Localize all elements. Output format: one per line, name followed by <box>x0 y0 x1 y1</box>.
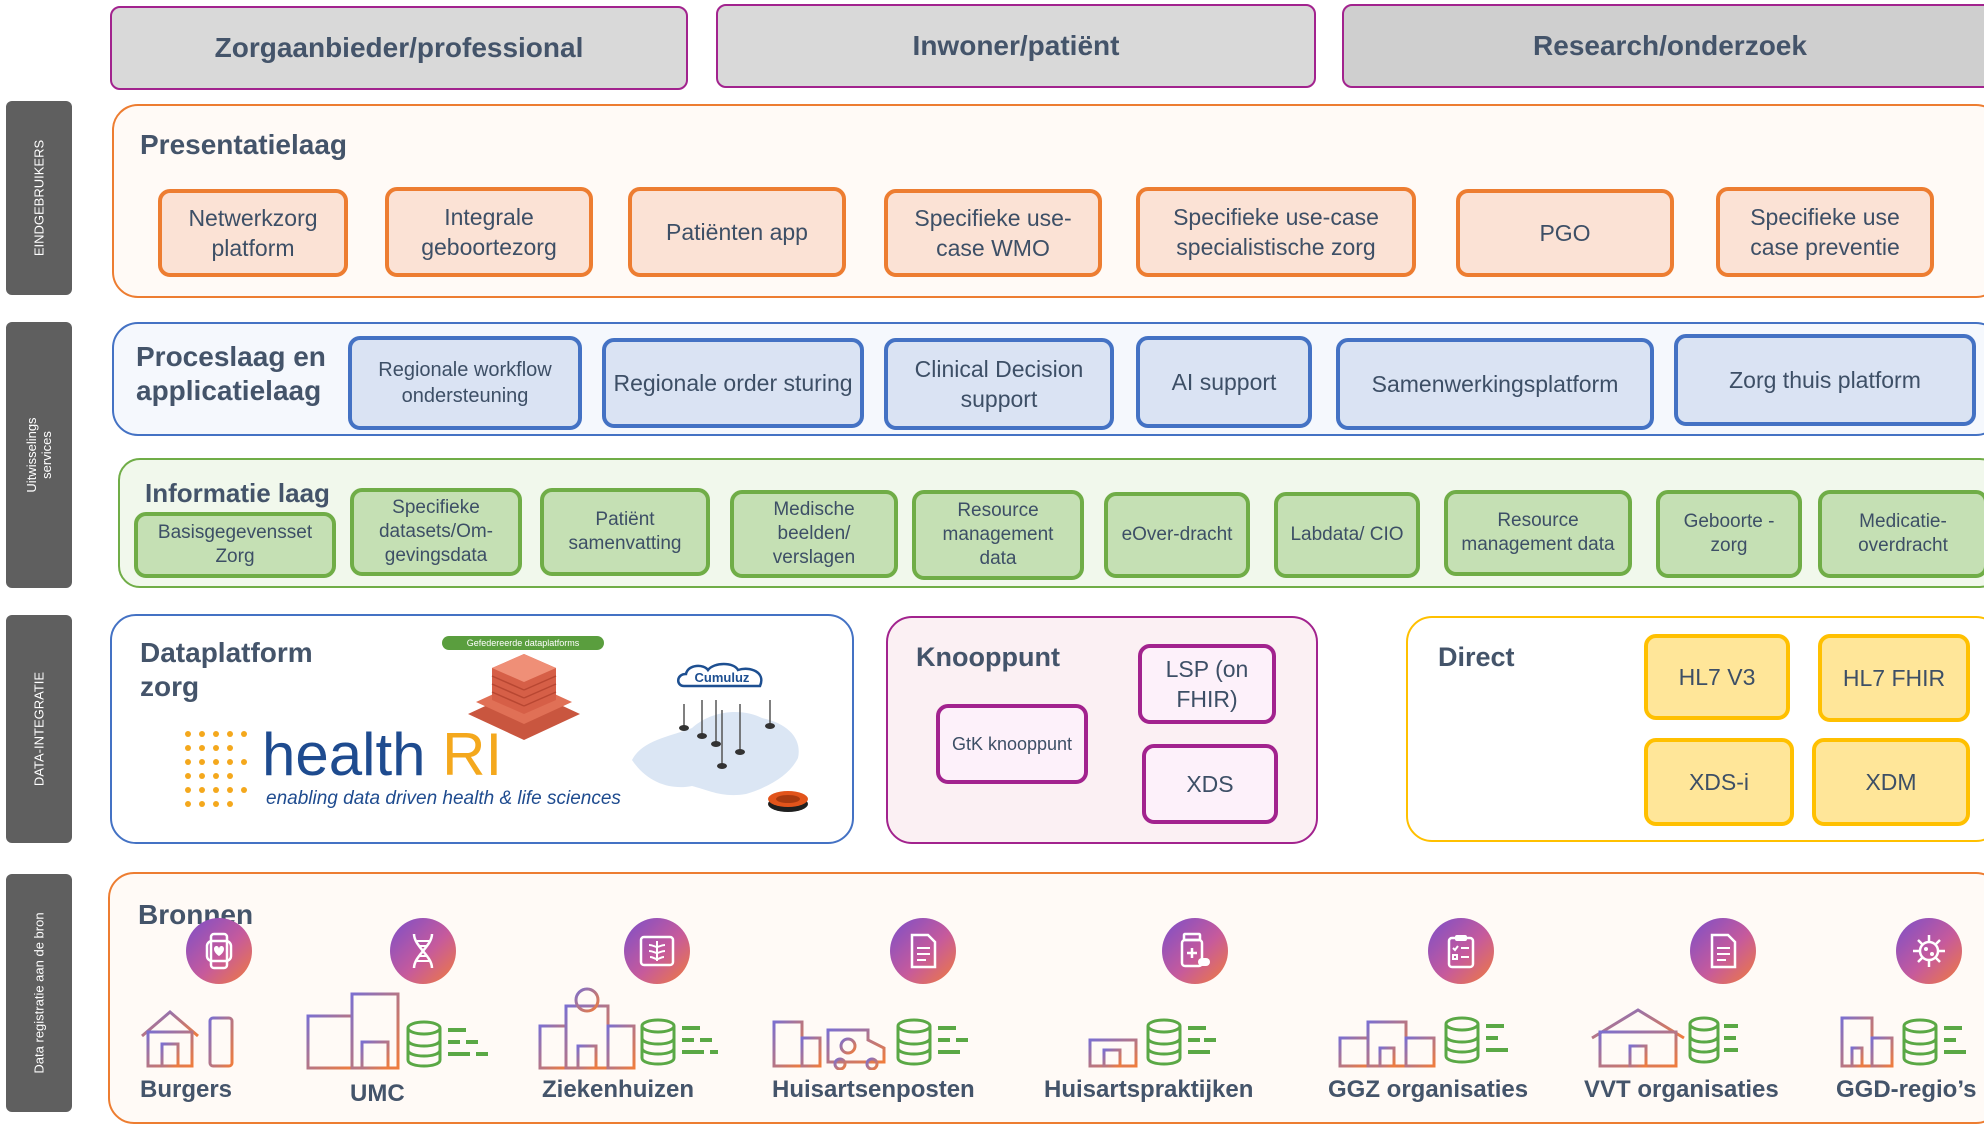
sources-layer <box>108 872 1984 1124</box>
federated-badge: Gefedereerde dataplatforms <box>442 636 604 650</box>
side-label-data-integratie: DATA-INTEGRATIE <box>6 615 72 843</box>
knooppunt-item-gtk: GtK knooppunt <box>936 704 1088 784</box>
source-huisartsenposten: Huisartsenposten <box>772 1076 975 1103</box>
health-wordmark-text: health <box>262 721 426 788</box>
information-layer-title: Informatie laag <box>145 478 330 508</box>
side-label-data-registratie: Data registratie aan de bron <box>6 874 72 1112</box>
process-layer-title: Proceslaag en applicatielaag <box>136 341 326 406</box>
direct-item-hl7-v3: HL7 V3 <box>1644 634 1790 720</box>
dna-icon <box>390 918 456 984</box>
information-item-basisgegevensset: Basisgegevensset Zorg <box>134 512 336 578</box>
source-huisartspraktijken: Huisartspraktijken <box>1044 1076 1254 1103</box>
side-label-eindgebruikers: EINDGEBRUIKERS <box>6 101 72 295</box>
health-ri-tagline: enabling data driven health & life scien… <box>266 788 621 809</box>
direct-item-xds-i: XDS-i <box>1644 738 1794 826</box>
practice-database-icon <box>1088 1018 1216 1068</box>
health-ri-wordmark: health RI <box>262 722 502 788</box>
source-vvt-organisaties: VVT organisaties <box>1584 1076 1779 1103</box>
knooppunt-title: Knooppunt <box>916 642 1060 672</box>
disc-icon <box>768 791 808 812</box>
process-item-zorg-thuis: Zorg thuis platform <box>1674 334 1976 426</box>
document-icon <box>890 918 956 984</box>
presentation-item-pgo: PGO <box>1456 189 1674 277</box>
information-item-specifieke-datasets: Specifieke datasets/Om-gevingsdata <box>350 488 522 576</box>
ggz-database-icon <box>1338 1016 1508 1068</box>
user-zorgaanbieder: Zorgaanbieder/professional <box>110 6 688 90</box>
netherlands-map-icon <box>632 700 799 796</box>
source-umc: UMC <box>350 1080 405 1107</box>
virus-icon <box>1896 918 1962 984</box>
information-item-medicatieoverdracht: Medicatie-overdracht <box>1818 490 1984 578</box>
smartwatch-icon <box>186 918 252 984</box>
presentation-item-preventie: Specifieke use case preventie <box>1716 187 1934 277</box>
presentation-item-specialistische-zorg: Specifieke use-case specialistische zorg <box>1136 187 1416 277</box>
process-item-samenwerkingsplatform: Samenwerkingsplatform <box>1336 338 1654 430</box>
information-item-eoverdracht: eOver-dracht <box>1104 492 1250 578</box>
process-item-workflow: Regionale workflow ondersteuning <box>348 336 582 430</box>
house-phone-icon <box>141 1010 234 1068</box>
xray-icon <box>624 918 690 984</box>
information-item-resource-management-1: Resource management data <box>912 490 1084 580</box>
information-item-medische-beelden: Medische beelden/ verslagen <box>730 490 898 578</box>
presentation-item-wmo: Specifieke use-case WMO <box>884 189 1102 277</box>
direct-item-hl7-fhir: HL7 FHIR <box>1818 634 1970 722</box>
vvt-database-icon <box>1591 1008 1738 1068</box>
information-item-patient-samenvatting: Patiënt samenvatting <box>540 488 710 576</box>
information-item-geboortezorg: Geboorte -zorg <box>1656 490 1802 578</box>
ggd-database-icon <box>1840 1016 1966 1068</box>
process-item-ai-support: AI support <box>1136 336 1312 428</box>
presentation-item-netwerkzorg: Netwerkzorg platform <box>158 189 348 277</box>
presentation-layer-title: Presentatielaag <box>140 129 347 160</box>
health-ri-dots-logo <box>185 731 247 807</box>
document-icon <box>1690 918 1756 984</box>
ri-wordmark-text: RI <box>442 721 503 788</box>
process-item-order-sturing: Regionale order sturing <box>602 338 864 428</box>
dataplatform-title: Dataplatform zorg <box>140 637 313 702</box>
side-label-uitwisseling: Uitwisselings services <box>6 322 72 588</box>
presentation-item-geboortezorg: Integrale geboortezorg <box>385 187 593 277</box>
cumuluz-label: Cumuluz <box>694 669 750 685</box>
source-ziekenhuizen: Ziekenhuizen <box>542 1076 695 1103</box>
direct-title: Direct <box>1438 642 1515 672</box>
user-inwoner: Inwoner/patiënt <box>716 4 1316 88</box>
knooppunt-item-xds: XDS <box>1142 744 1278 824</box>
source-ggz-organisaties: GGZ organisaties <box>1328 1076 1529 1103</box>
presentation-item-patienten-app: Patiënten app <box>628 187 846 277</box>
direct-item-xdm: XDM <box>1812 738 1970 826</box>
process-item-clinical-decision: Clinical Decision support <box>884 338 1114 430</box>
source-ggd-regios: GGD-regio’s <box>1836 1076 1977 1103</box>
knooppunt-item-lsp: LSP (on FHIR) <box>1138 644 1276 724</box>
information-item-labdata: Labdata/ CIO <box>1274 492 1420 578</box>
building-stack-icon <box>468 654 580 740</box>
user-research: Research/onderzoek <box>1342 4 1984 88</box>
clipboard-icon <box>1428 918 1494 984</box>
medicine-bottle-icon <box>1162 918 1228 984</box>
source-burgers: Burgers <box>140 1076 233 1103</box>
cumuluz-cloud-icon <box>677 662 763 688</box>
ambulance-database-icon <box>772 1018 968 1070</box>
hospital-database-icon <box>538 987 718 1070</box>
information-item-resource-management-2: Resource management data <box>1444 490 1632 576</box>
hospital-database-icon <box>306 992 488 1070</box>
